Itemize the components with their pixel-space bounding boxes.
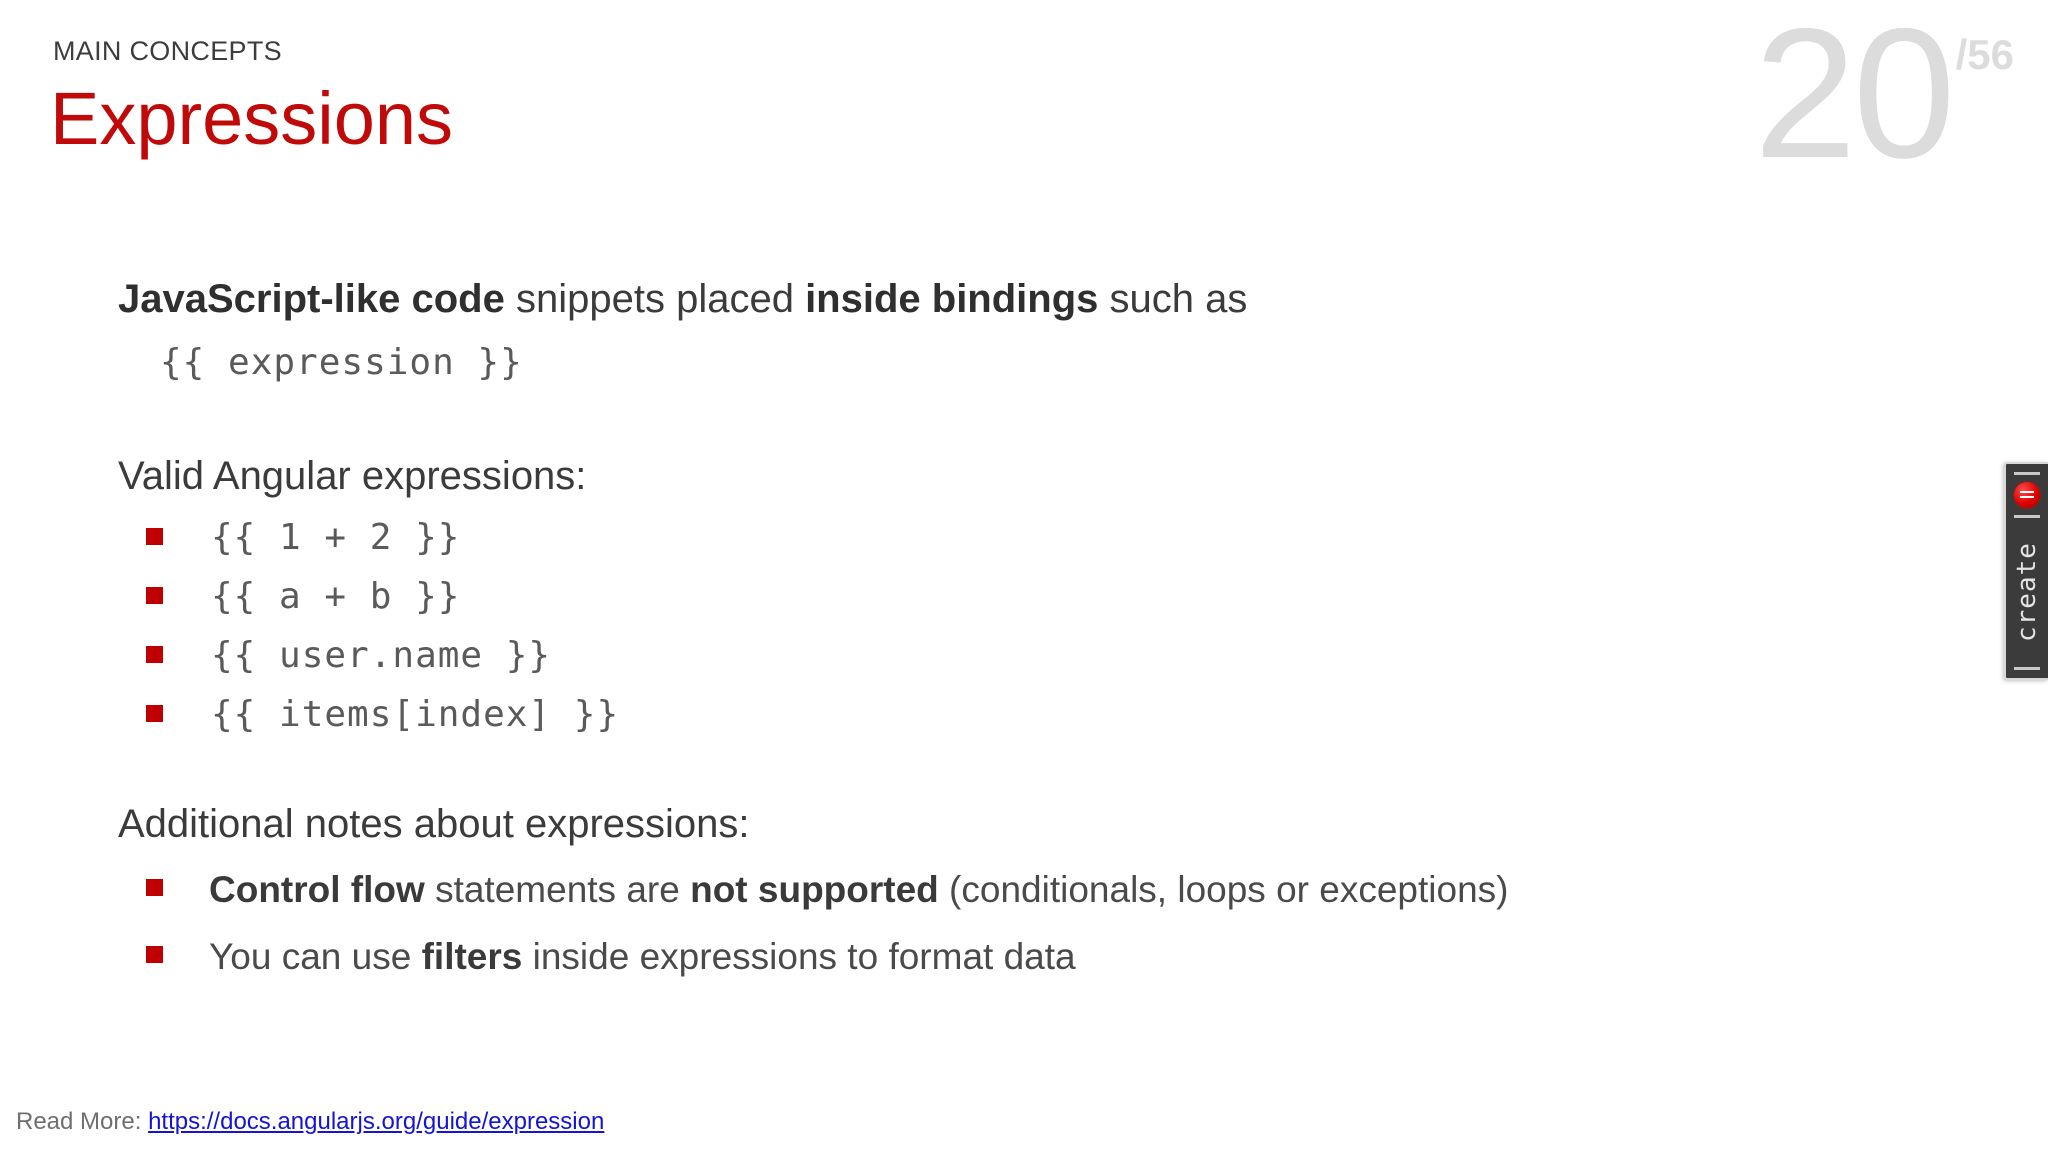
additional-notes-heading: Additional notes about expressions: [118,802,750,846]
create-tab-label: create [2012,542,2042,643]
slide-counter: 20 /56 [1753,0,2014,197]
create-tab[interactable]: create [2004,462,2048,680]
list-item: {{ a + b }} [118,568,1618,625]
additional-notes-section: Additional notes about expressions: Cont… [118,799,1618,989]
list-item-label: {{ items[index] }} [211,694,620,735]
note-text-tail: inside expressions to format data [522,936,1076,977]
tab-divider-bottom [2014,667,2040,670]
additional-notes-list: Control flow statements are not supporte… [118,857,1618,989]
tab-divider-mid [2014,515,2040,518]
note-text-mid: You can use [209,936,422,977]
valid-expressions-section: Valid Angular expressions: {{ 1 + 2 }} {… [118,451,1618,743]
footer-read-more: Read More: https://docs.angularjs.org/gu… [16,1108,604,1136]
page-title: Expressions [50,77,454,160]
lead-bold-1: JavaScript-like code [118,277,505,321]
list-item: {{ user.name }} [118,627,1618,684]
slide-body: JavaScript-like code snippets placed ins… [118,275,1618,989]
lead-bold-3: inside bindings [805,277,1099,321]
list-item-label: {{ user.name }} [211,635,552,676]
square-bullet-icon [146,528,163,545]
list-item: You can use filters inside expressions t… [118,924,1618,989]
lead-text-2: snippets placed [504,277,806,321]
lead-paragraph: JavaScript-like code snippets placed ins… [118,275,1618,323]
note-bold-2: filters [421,936,523,977]
list-item-label: You can use filters inside expressions t… [209,924,1076,989]
list-item: {{ items[index] }} [118,686,1618,743]
list-item-label: Control flow statements are not supporte… [209,857,1508,922]
valid-expressions-heading: Valid Angular expressions: [118,454,587,498]
note-text-mid: statements are [424,869,691,910]
read-more-link[interactable]: https://docs.angularjs.org/guide/express… [148,1108,605,1135]
list-item-label: {{ 1 + 2 }} [211,517,461,558]
list-item: {{ 1 + 2 }} [118,509,1618,566]
square-bullet-icon [146,879,163,896]
red-record-badge-icon [2014,482,2040,508]
note-text-tail: (conditionals, loops or exceptions) [938,869,1509,910]
footer-label: Read More: [16,1108,149,1135]
square-bullet-icon [146,705,163,722]
list-item: Control flow statements are not supporte… [118,857,1618,922]
slide-kicker: MAIN CONCEPTS [53,36,282,66]
lead-text-4: such as [1098,277,1248,321]
valid-expressions-list: {{ 1 + 2 }} {{ a + b }} {{ user.name }} … [118,509,1618,743]
square-bullet-icon [146,946,163,963]
note-bold-2: not supported [690,869,939,910]
list-item-label: {{ a + b }} [211,576,461,617]
note-bold-1: Control flow [209,869,425,910]
slide-number-current: 20 [1753,0,1956,197]
tab-divider-top [2014,472,2040,475]
square-bullet-icon [146,646,163,663]
lead-code-sample: {{ expression }} [160,342,523,383]
slide-number-total: /56 [1955,31,2014,78]
square-bullet-icon [146,587,163,604]
